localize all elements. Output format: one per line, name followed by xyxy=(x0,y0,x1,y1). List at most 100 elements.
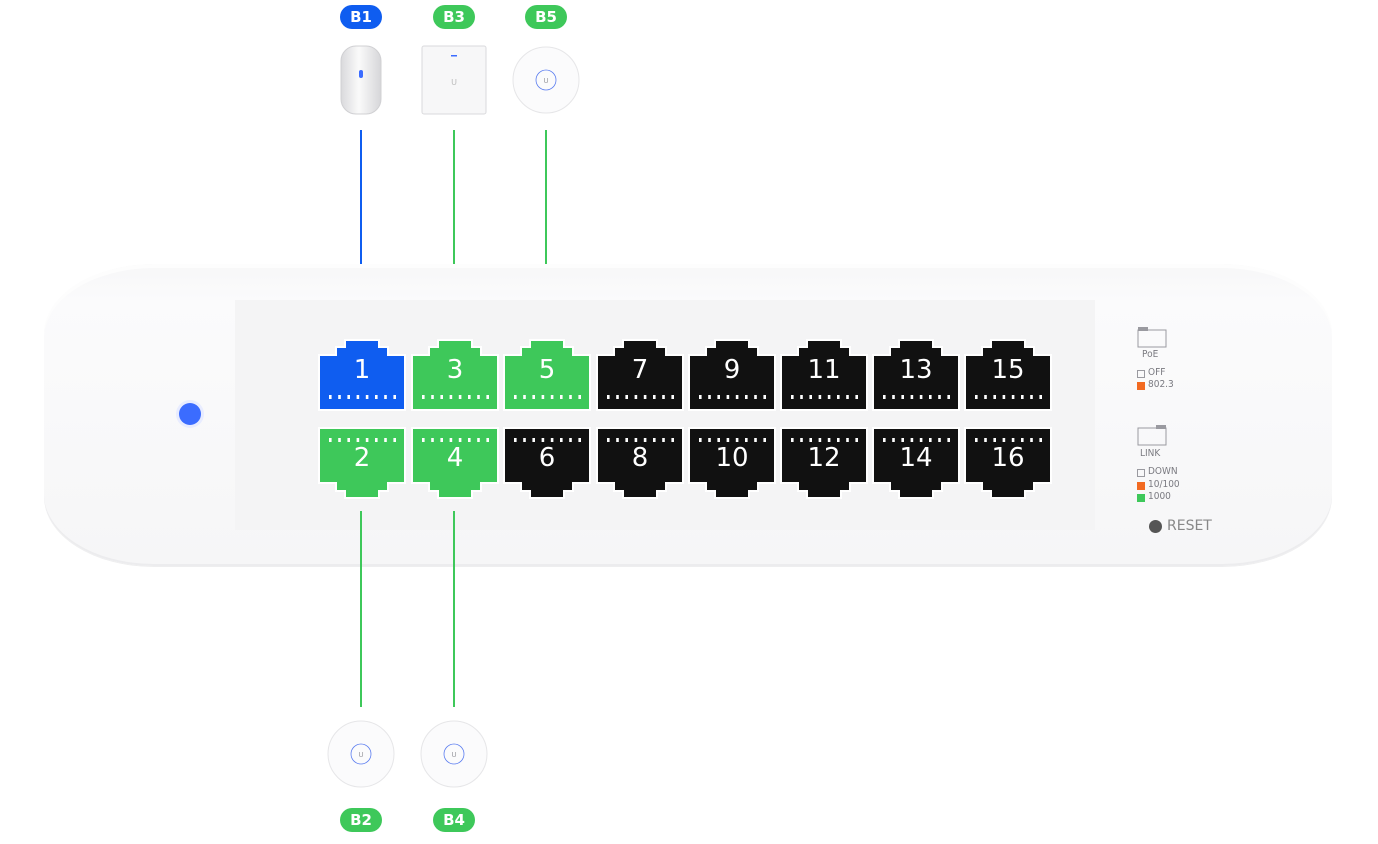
poe-off-label: OFF xyxy=(1148,367,1166,378)
device-b3-wall-ap[interactable]: U xyxy=(421,45,487,120)
port-pin xyxy=(855,438,858,442)
port-number-label: 2 xyxy=(353,443,371,473)
port-pin xyxy=(717,438,720,442)
badge-b4[interactable]: B4 xyxy=(433,808,475,832)
port-9[interactable]: 9 xyxy=(688,339,776,411)
port-number-label: 8 xyxy=(631,443,649,473)
port-8[interactable]: 8 xyxy=(596,427,684,499)
port-pin xyxy=(671,395,674,399)
port-number-label: 1 xyxy=(353,355,371,385)
port-pin xyxy=(929,438,932,442)
port-pin xyxy=(1030,395,1033,399)
port-pin xyxy=(984,395,987,399)
rj45-port-icon xyxy=(596,339,684,411)
port-pin xyxy=(735,438,739,442)
badge-b2[interactable]: B2 xyxy=(340,808,382,832)
port-pin xyxy=(938,438,941,442)
port-pin xyxy=(892,438,895,442)
port-pin xyxy=(846,395,849,399)
port-pin xyxy=(356,395,360,399)
port-pin xyxy=(458,395,462,399)
port-pin xyxy=(745,438,748,442)
port-pin xyxy=(422,395,425,399)
rj45-port-icon xyxy=(688,339,776,411)
port-14[interactable]: 14 xyxy=(872,427,960,499)
port-pin xyxy=(477,438,480,442)
port-pin xyxy=(975,395,978,399)
port-pin xyxy=(1021,438,1024,442)
device-b1-dream-machine[interactable] xyxy=(340,44,382,121)
port-pin xyxy=(929,395,932,399)
device-b4-ceiling-ap[interactable]: U xyxy=(420,720,488,793)
port-7[interactable]: 7 xyxy=(596,339,684,411)
port-pin xyxy=(855,395,858,399)
rj45-port-icon xyxy=(411,427,499,499)
poe-8023-label: 802.3 xyxy=(1148,379,1174,390)
port-pin xyxy=(532,438,535,442)
port-5[interactable]: 5 xyxy=(503,339,591,411)
cable-port2-b2 xyxy=(360,511,362,707)
port-pin xyxy=(578,395,581,399)
port-pin xyxy=(560,438,563,442)
port-10[interactable]: 10 xyxy=(688,427,776,499)
port-pin xyxy=(726,438,730,442)
link-down-swatch xyxy=(1137,469,1145,477)
link-title: LINK xyxy=(1140,448,1161,459)
device-b2-ceiling-ap[interactable]: U xyxy=(327,720,395,793)
port-pin xyxy=(763,395,766,399)
port-16[interactable]: 16 xyxy=(964,427,1052,499)
port-pin xyxy=(901,438,904,442)
port-pin xyxy=(440,438,443,442)
port-pin xyxy=(708,395,711,399)
port-pin xyxy=(800,395,803,399)
port-pin xyxy=(791,438,794,442)
port-pin xyxy=(837,438,840,442)
port-pin xyxy=(1039,395,1042,399)
port-number-label: 6 xyxy=(538,443,556,473)
port-1[interactable]: 1 xyxy=(318,339,406,411)
badge-b5[interactable]: B5 xyxy=(525,5,567,29)
badge-b3[interactable]: B3 xyxy=(433,5,475,29)
port-pin xyxy=(607,438,610,442)
port-pin xyxy=(523,395,526,399)
rj45-port-icon xyxy=(318,339,406,411)
port-11[interactable]: 11 xyxy=(780,339,868,411)
port-pin xyxy=(329,438,332,442)
port-pin xyxy=(984,438,987,442)
port-pin xyxy=(735,395,739,399)
port-pin xyxy=(468,395,471,399)
port-13[interactable]: 13 xyxy=(872,339,960,411)
port-pin xyxy=(653,438,656,442)
port-pin xyxy=(541,395,545,399)
port-pin xyxy=(910,438,914,442)
rj45-port-icon xyxy=(688,427,776,499)
port-pin xyxy=(625,438,628,442)
port-pin xyxy=(1039,438,1042,442)
port-number-label: 4 xyxy=(446,443,464,473)
port-3[interactable]: 3 xyxy=(411,339,499,411)
port-6[interactable]: 6 xyxy=(503,427,591,499)
rj45-port-icon xyxy=(964,339,1052,411)
port-pin xyxy=(393,395,396,399)
reset-button[interactable] xyxy=(1149,520,1162,533)
port-pin xyxy=(625,395,628,399)
port-12[interactable]: 12 xyxy=(780,427,868,499)
port-pin xyxy=(440,395,443,399)
port-pin xyxy=(616,395,619,399)
port-pin xyxy=(671,438,674,442)
rj45-port-icon xyxy=(503,427,591,499)
port-pin xyxy=(643,395,647,399)
port-2[interactable]: 2 xyxy=(318,427,406,499)
port-pin xyxy=(809,395,812,399)
port-pin xyxy=(975,438,978,442)
device-b5-ceiling-ap[interactable]: U xyxy=(512,46,580,119)
port-number-label: 15 xyxy=(991,355,1025,385)
power-led xyxy=(179,403,201,425)
port-number-label: 3 xyxy=(446,355,464,385)
port-pin xyxy=(699,438,702,442)
badge-b1[interactable]: B1 xyxy=(340,5,382,29)
port-pin xyxy=(1011,395,1015,399)
port-4[interactable]: 4 xyxy=(411,427,499,499)
rj45-port-icon xyxy=(872,427,960,499)
port-15[interactable]: 15 xyxy=(964,339,1052,411)
